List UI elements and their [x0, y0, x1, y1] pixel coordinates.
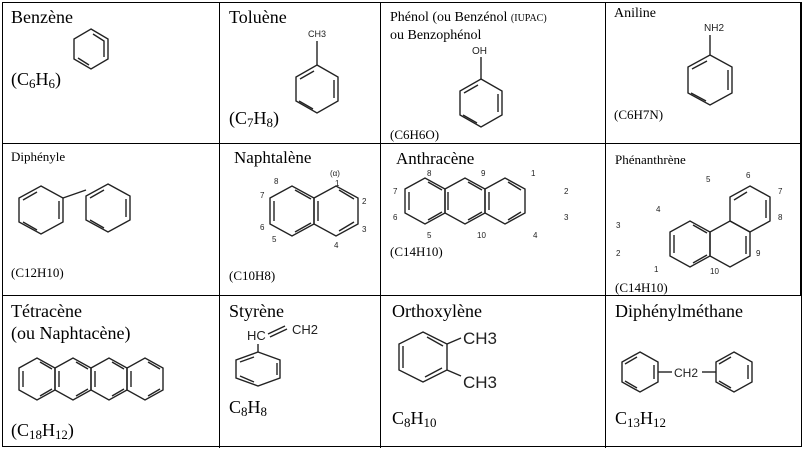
cell-anthracene: Anthracène 8 9 1 2 3 4 10 5 6 7 (C14H10): [381, 144, 606, 296]
svg-text:(α): (α): [330, 169, 340, 178]
molecule-name-line2: (ou Naphtacène): [11, 323, 131, 343]
orthoxylene-structure: CH3 CH3: [398, 329, 497, 392]
molecule-formula: (C10H8): [229, 268, 276, 283]
molecule-formula: (C6H7N): [614, 107, 664, 122]
molecule-name: Diphényle: [11, 149, 66, 164]
hydroxyl-label: OH: [472, 46, 487, 57]
svg-text:8: 8: [427, 169, 432, 178]
molecule-formula: (C18H12): [11, 420, 74, 443]
svg-text:5: 5: [272, 235, 277, 244]
svg-text:10: 10: [710, 267, 719, 276]
svg-text:6: 6: [393, 213, 398, 222]
molecule-name-line2: ou Benzophénol: [390, 28, 482, 43]
benzene-structure: [73, 28, 109, 70]
methyl-label-1: CH3: [463, 329, 497, 348]
styrene-structure: HC CH2: [235, 322, 318, 387]
molecule-formula: (C7H8): [229, 108, 279, 131]
svg-text:9: 9: [481, 169, 486, 178]
cell-diphenylmethane: Diphénylméthane CH2 C13H12: [606, 296, 801, 448]
molecule-formula: C8H8: [229, 397, 267, 420]
molecule-formula: (C6H6): [11, 69, 61, 92]
tetracene-structure: [18, 357, 164, 401]
molecule-formula: (C14H10): [390, 244, 443, 259]
svg-text:8: 8: [778, 213, 783, 222]
aniline-structure: NH2: [687, 23, 733, 106]
svg-text:5: 5: [427, 231, 432, 240]
hc-label: HC: [247, 328, 266, 343]
svg-text:1: 1: [531, 169, 536, 178]
molecule-name: Diphénylméthane: [615, 301, 743, 321]
phenol-structure: OH: [459, 46, 503, 128]
methylene-label: CH2: [674, 366, 698, 380]
svg-text:2: 2: [362, 197, 367, 206]
molecule-name: Toluène: [229, 7, 287, 27]
svg-text:6: 6: [260, 223, 265, 232]
cell-benzene: Benzène (C6H6): [3, 3, 220, 144]
svg-text:5: 5: [706, 175, 711, 184]
svg-text:2: 2: [616, 249, 621, 258]
svg-text:3: 3: [564, 213, 569, 222]
svg-text:4: 4: [656, 205, 661, 214]
molecule-formula: (C6H6O): [390, 127, 440, 142]
svg-text:1: 1: [654, 265, 659, 274]
molecule-name: Phénanthrène: [615, 152, 686, 167]
molecule-name: Benzène: [11, 7, 73, 27]
svg-text:7: 7: [778, 187, 783, 196]
cell-aniline: Aniline NH2 (C6H7N): [606, 3, 801, 144]
molecule-formula: (C12H10): [11, 265, 64, 280]
svg-text:4: 4: [533, 231, 538, 240]
molecule-name: Orthoxylène: [392, 301, 482, 321]
cell-diphenyle: Diphényle (C12H10): [3, 144, 220, 296]
anthracene-structure: 8 9 1 2 3 4 10 5 6 7: [393, 169, 569, 240]
svg-text:7: 7: [260, 191, 265, 200]
cell-naphtalene: Naphtalène 8 (α) 1 2 3 4 5 6 7 (C10H8): [220, 144, 381, 296]
svg-text:6: 6: [746, 171, 751, 180]
svg-text:9: 9: [756, 249, 761, 258]
svg-text:8: 8: [274, 177, 279, 186]
cell-toluene: Toluène CH3 (C7H8): [220, 3, 381, 144]
amine-label: NH2: [704, 23, 724, 34]
naphtalene-structure: 8 (α) 1 2 3 4 5 6 7: [260, 169, 367, 250]
svg-text:2: 2: [564, 187, 569, 196]
cell-phenanthrene: Phénanthrène 5 6 7 8 9 10 1 2 3 4 (C14H1…: [606, 144, 801, 296]
methyl-label-2: CH3: [463, 373, 497, 392]
molecule-name: Naphtalène: [234, 148, 312, 167]
cell-styrene: Styrène HC CH2 C8H8: [220, 296, 381, 448]
phenanthrene-structure: 5 6 7 8 9 10 1 2 3 4: [616, 171, 783, 276]
molecule-name: Anthracène: [396, 149, 475, 168]
diphenyle-structure: [18, 183, 131, 235]
svg-text:3: 3: [362, 225, 367, 234]
svg-text:10: 10: [477, 231, 486, 240]
diphenylmethane-structure: CH2: [621, 351, 753, 393]
cell-phenol: Phénol (ou Benzénol (IUPAC) ou Benzophén…: [381, 3, 606, 144]
cell-orthoxylene: Orthoxylène CH3 CH3 C8H10: [381, 296, 606, 448]
svg-text:7: 7: [393, 187, 398, 196]
ch2-label: CH2: [292, 322, 318, 337]
molecule-name: Styrène: [229, 301, 284, 321]
molecule-formula: (C14H10): [615, 280, 668, 295]
cell-tetracene: Tétracène (ou Naphtacène) (C18H12): [3, 296, 220, 448]
molecule-name-line1: Phénol (ou Benzénol (IUPAC): [390, 10, 547, 25]
svg-text:1: 1: [335, 179, 340, 188]
molecule-formula: C13H12: [615, 408, 666, 431]
svg-text:4: 4: [334, 241, 339, 250]
molecule-name: Aniline: [614, 6, 656, 21]
molecule-name-line1: Tétracène: [11, 301, 82, 321]
toluene-structure: CH3: [295, 29, 339, 114]
methyl-label: CH3: [308, 29, 326, 39]
svg-text:3: 3: [616, 221, 621, 230]
molecule-formula: C8H10: [392, 408, 437, 431]
